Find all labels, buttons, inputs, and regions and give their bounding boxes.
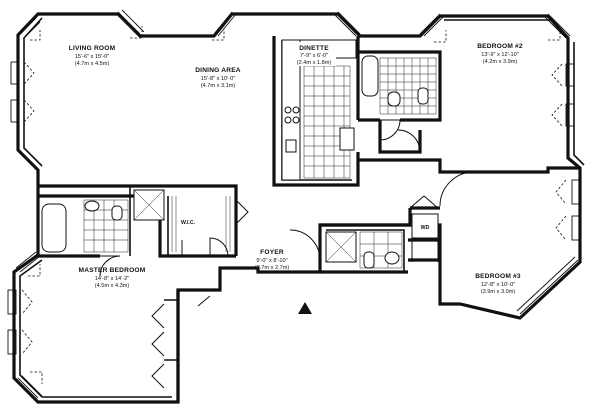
bedroom-3-dim-ft: 12'-8" x 10'-0" <box>481 282 515 288</box>
label-foyer: FOYER 9'-0" x 8'-10" (2.7m x 2.7m) <box>255 249 290 271</box>
dining-area-dim-m: (4.7m x 3.1m) <box>201 83 236 89</box>
bedroom-2-dim-m: (4.2m x 3.9m) <box>483 59 518 65</box>
living-room-dim-ft: 15'-6" x 15'-0" <box>75 54 109 60</box>
master-bedroom-name: MASTER BEDROOM <box>79 267 146 274</box>
bedroom-2-dim-ft: 13'-9" x 12'-10" <box>481 52 519 58</box>
living-room-dim-m: (4.7m x 4.5m) <box>75 61 110 67</box>
entry-triangle-icon <box>298 302 312 314</box>
master-bedroom-dim-ft: 14'-8" x 14'-2" <box>95 276 129 282</box>
master-bedroom-dim-m: (4.5m x 4.3m) <box>95 283 130 289</box>
doors <box>99 119 475 389</box>
foyer-dim-ft: 9'-0" x 8'-10" <box>256 258 287 264</box>
label-living-room: LIVING ROOM 15'-6" x 15'-0" (4.7m x 4.5m… <box>69 45 116 67</box>
living-room-name: LIVING ROOM <box>69 45 116 52</box>
foyer-dim-m: (2.7m x 2.7m) <box>255 265 290 271</box>
label-bedroom-2: BEDROOM #2 13'-9" x 12'-10" (4.2m x 3.9m… <box>477 43 523 65</box>
windows <box>7 9 582 399</box>
bath-2 <box>361 55 437 115</box>
dinette-name: DINETTE <box>299 45 329 52</box>
label-bedroom-3: BEDROOM #3 12'-8" x 10'-0" (3.9m x 3.0m) <box>475 273 521 295</box>
dinette-dim-ft: 7'-9" x 6'-0" <box>300 53 328 59</box>
dining-area-dim-ft: 15'-8" x 10'-0" <box>201 76 235 82</box>
dining-area-name: DINING AREA <box>195 67 241 74</box>
label-dinette: DINETTE 7'-9" x 6'-0" (2.4m x 1.8m) <box>292 42 336 66</box>
label-master-bedroom: MASTER BEDROOM 14'-8" x 14'-2" (4.5m x 4… <box>79 267 146 289</box>
bedroom-3-name: BEDROOM #3 <box>475 273 521 280</box>
exterior-walls <box>12 12 585 404</box>
wd-label: WD <box>421 225 430 231</box>
label-dining-area: DINING AREA 15'-8" x 10'-0" (4.7m x 3.1m… <box>195 67 241 89</box>
dinette-dim-m: (2.4m x 1.8m) <box>297 60 332 66</box>
bedroom-2-name: BEDROOM #2 <box>477 43 523 50</box>
bedroom-3-dim-m: (3.9m x 3.0m) <box>481 289 516 295</box>
wic-label: W.I.C. <box>181 220 196 226</box>
bath-3 <box>325 195 439 269</box>
foyer-name: FOYER <box>260 249 284 256</box>
master-bath <box>41 189 231 257</box>
